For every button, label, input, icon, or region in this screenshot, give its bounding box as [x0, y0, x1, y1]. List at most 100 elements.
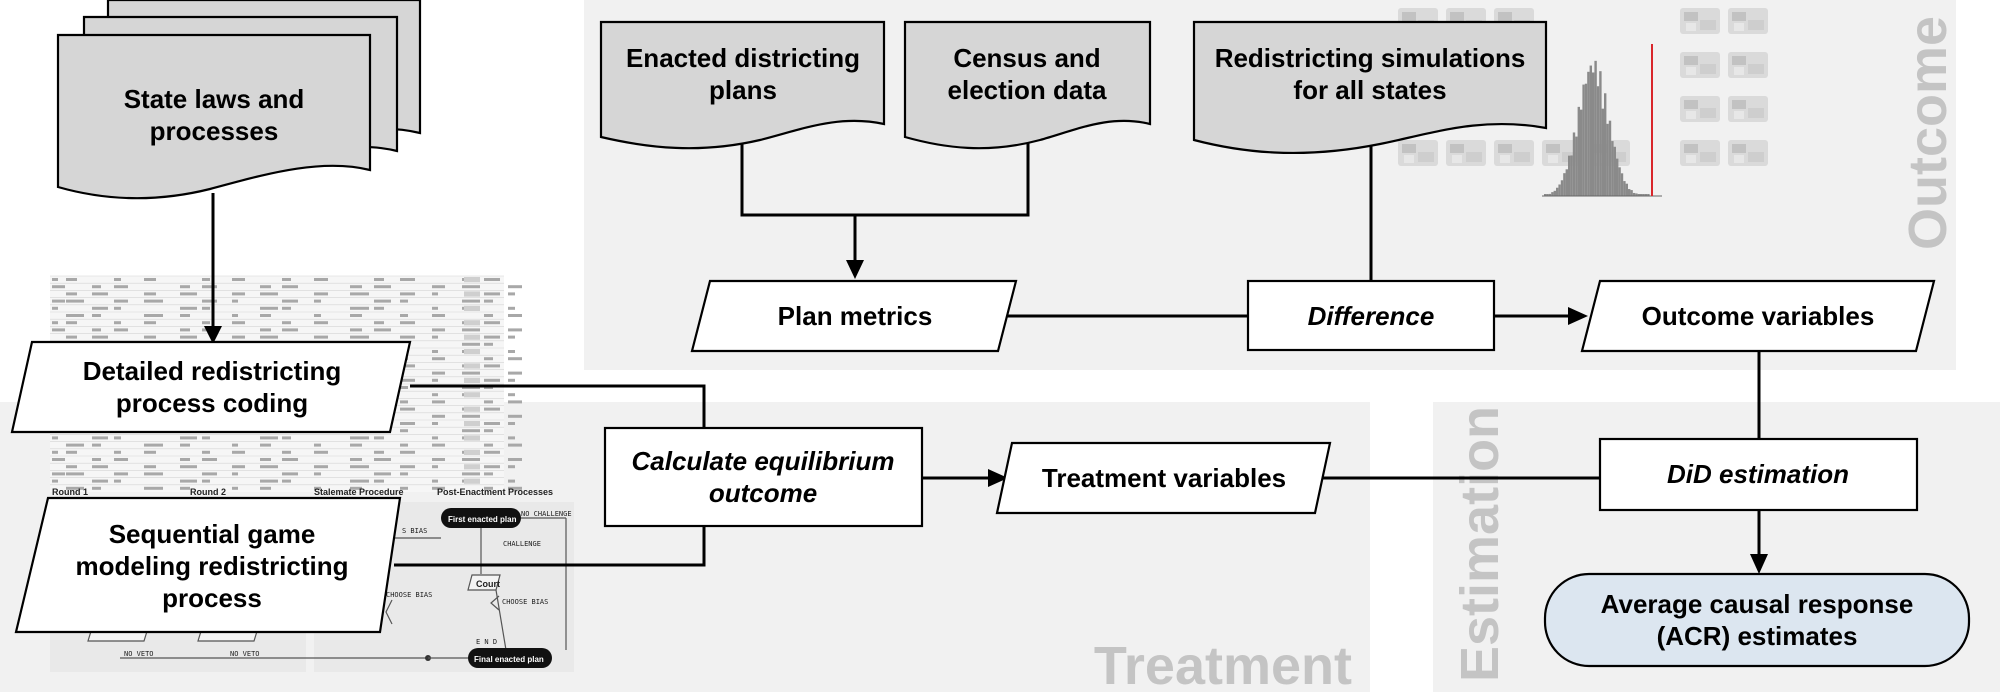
game-label-challenge: CHALLENGE [503, 540, 541, 548]
histogram-bar [1628, 189, 1631, 196]
did-estimation-label: DiD estimation [1667, 459, 1849, 489]
final-enacted-plan-pill [468, 648, 552, 668]
histogram-bar [1582, 84, 1585, 196]
map-thumb [1680, 8, 1720, 34]
map-thumb [1680, 52, 1720, 78]
histogram-bar [1608, 120, 1612, 196]
outcome-variables-node: Outcome variables [1580, 279, 1936, 353]
census-data-line-1: Census and [953, 43, 1100, 73]
map-thumb [1680, 140, 1720, 166]
histogram-bar [1587, 71, 1590, 196]
outcome-variables-label: Outcome variables [1642, 301, 1875, 331]
histogram-bar [1563, 173, 1566, 196]
acr-estimates-node: Average causal response (ACR) estimates [1543, 572, 1971, 668]
histogram-bar [1575, 136, 1578, 196]
detailed-coding-line-2: process coding [116, 388, 308, 418]
histogram-bar [1584, 83, 1588, 196]
game-label-first-enacted: First enacted plan [448, 515, 517, 524]
map-thumb [1494, 140, 1534, 166]
histogram-bar [1558, 184, 1561, 196]
state-laws-node: State laws and processes [56, 0, 422, 200]
difference-node: Difference [1246, 279, 1496, 352]
game-label-final-enacted: Final enacted plan [474, 655, 544, 664]
histogram-bar [1577, 106, 1580, 196]
game-label-no-veto-1: NO VETO [124, 650, 154, 658]
did-estimation-node: DiD estimation [1598, 437, 1919, 512]
game-header-stalemate: Stalemate Procedure [314, 487, 404, 497]
histogram-bar [1580, 109, 1583, 196]
histogram-bar [1599, 71, 1602, 196]
histogram-bar [1548, 193, 1552, 196]
calc-equilibrium-line-1: Calculate equilibrium [632, 446, 895, 476]
histogram-bar [1632, 192, 1636, 196]
enacted-plans-line-2: plans [709, 75, 777, 105]
enacted-plans-line-1: Enacted districting [626, 43, 860, 73]
game-label-choose-bias-stalemate: CHOOSE BIAS [386, 591, 432, 599]
treatment-variables-node: Treatment variables [995, 441, 1332, 515]
detailed-coding-node: Detailed redistricting process coding [10, 340, 412, 434]
histogram-bar [1616, 158, 1619, 196]
histogram-bar [1572, 132, 1576, 196]
histogram-bar [1637, 194, 1640, 196]
map-thumb [1728, 52, 1768, 78]
map-thumb [1728, 96, 1768, 122]
histogram-bar [1618, 167, 1621, 196]
histogram-bar [1604, 93, 1607, 196]
histogram-bar [1613, 146, 1616, 196]
histogram-bar [1642, 194, 1645, 196]
difference-label: Difference [1308, 301, 1435, 331]
histogram-bar [1544, 194, 1547, 196]
histogram-bar [1644, 194, 1648, 196]
histogram-bar [1589, 65, 1592, 196]
sequential-game-line-3: process [162, 583, 262, 613]
map-thumb [1728, 140, 1768, 166]
state-laws-line-2: processes [150, 116, 279, 146]
histogram-bar [1592, 72, 1595, 196]
histogram-bar [1551, 192, 1554, 196]
game-header-round1: Round 1 [52, 487, 88, 497]
acr-estimates-line-1: Average causal response [1601, 589, 1914, 619]
map-thumb [1398, 140, 1438, 166]
game-label-choose-bias-court: CHOOSE BIAS [502, 598, 548, 606]
plan-metrics-node: Plan metrics [690, 279, 1018, 353]
first-enacted-plan-pill [441, 508, 521, 528]
histogram-bar [1640, 194, 1643, 196]
histogram-bar [1601, 108, 1604, 196]
census-data-node: Census and election data [903, 20, 1152, 150]
map-thumb [1446, 140, 1486, 166]
state-laws-line-1: State laws and [124, 84, 305, 114]
sequential-game-line-1: Sequential game [109, 519, 316, 549]
histogram-bar [1556, 187, 1559, 196]
histogram-bar [1570, 155, 1573, 196]
connectors [204, 130, 1768, 574]
histogram-bar [1620, 173, 1624, 196]
game-label-no-veto-2: NO VETO [230, 650, 260, 658]
enacted-plans-node: Enacted districting plans [599, 20, 886, 150]
histogram-bar [1560, 180, 1564, 196]
game-label-s-bias: S BIAS [402, 527, 427, 535]
histogram-bar [1568, 155, 1571, 196]
histogram-bar [1596, 86, 1600, 196]
sequential-game-line-2: modeling redistricting [75, 551, 348, 581]
detailed-coding-line-1: Detailed redistricting [83, 356, 342, 386]
game-label-court: Court [476, 579, 500, 589]
calc-equilibrium-node: Calculate equilibrium outcome [603, 426, 924, 528]
game-label-no-challenge: NO CHALLENGE [521, 510, 572, 518]
sequential-game-node: Sequential game modeling redistricting p… [14, 496, 402, 634]
treatment-variables-label: Treatment variables [1042, 463, 1286, 493]
treatment-region-label: Treatment [1094, 636, 1352, 692]
map-thumb [1680, 96, 1720, 122]
game-header-post-enactment: Post-Enactment Processes [437, 487, 553, 497]
outcome-region-label: Outcome [1898, 16, 1958, 250]
histogram-bar [1546, 194, 1549, 196]
map-thumb [1728, 8, 1768, 34]
census-data-line-2: election data [948, 75, 1107, 105]
simulations-node: Redistricting simulations for all states [1192, 20, 1548, 155]
simulations-line-2: for all states [1293, 75, 1446, 105]
histogram-bar [1623, 181, 1626, 196]
calc-equilibrium-line-2: outcome [709, 478, 817, 508]
histogram-bar [1630, 190, 1633, 196]
histogram-bar [1594, 60, 1597, 197]
histogram-bar [1611, 141, 1614, 196]
